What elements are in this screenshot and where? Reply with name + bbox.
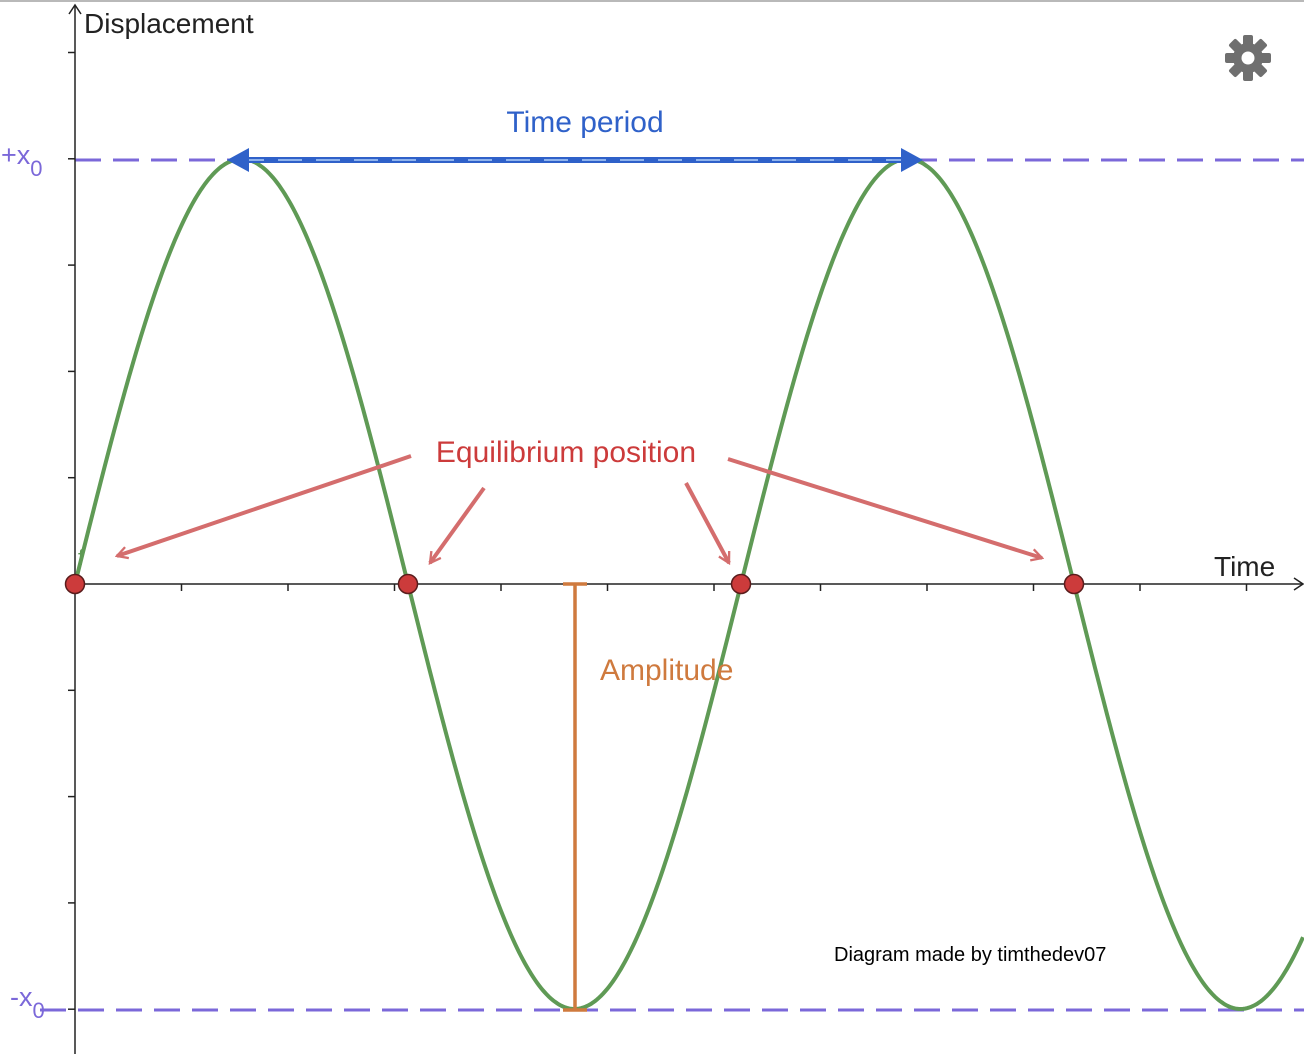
minus-x0-label: -x0 [10,982,45,1023]
equilibrium-point-2[interactable] [397,573,419,595]
time-period-arrow-left [227,148,249,172]
y-axis-ticks [68,51,75,1010]
x-axis-ticks [180,584,1248,591]
equilibrium-point-3[interactable] [730,573,752,595]
function-label: f [78,545,85,570]
time-period-arrow-right [901,148,923,172]
plus-x0-label: +x0 [1,140,43,181]
gear-icon[interactable] [1222,32,1274,84]
x-axis-arrowhead [1293,577,1304,591]
y-axis-label: Displacement [84,8,254,39]
equilibrium-arrow-2 [428,486,486,563]
x-axis-label: Time [1214,551,1275,582]
equilibrium-arrow-1 [117,454,412,556]
top-border [0,0,1304,2]
equilibrium-point-1[interactable] [64,573,86,595]
displacement-curve [73,157,1304,1011]
equilibrium-label: Equilibrium position [436,436,696,469]
credit-text: Diagram made by timthedev07 [834,944,1106,966]
amplitude-label: Amplitude [600,654,733,687]
time-period-label: Time period [506,106,663,139]
equilibrium-arrow-4 [727,457,1042,558]
y-axis-arrowhead [68,3,82,15]
equilibrium-arrow-3 [684,482,731,563]
equilibrium-point-4[interactable] [1063,573,1085,595]
